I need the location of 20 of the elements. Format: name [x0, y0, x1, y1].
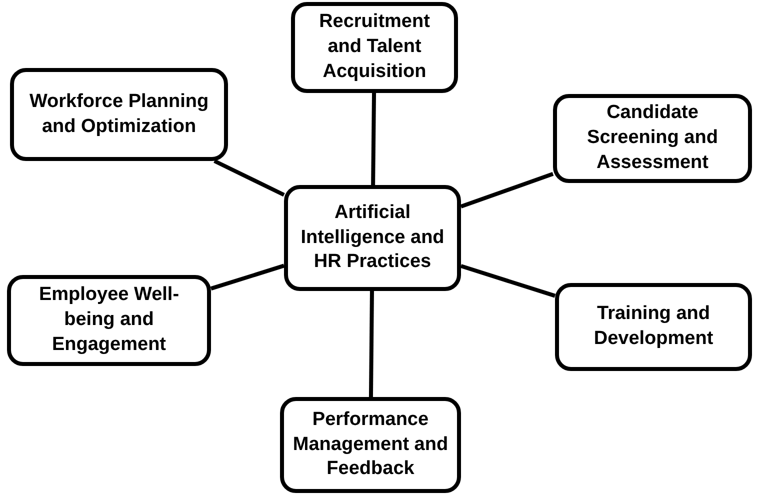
topic-box: [7, 275, 211, 366]
topic-label: Training and Development: [592, 302, 714, 351]
topic-label: Recruitment and Talent Acquisition: [318, 10, 431, 84]
topic-box: [280, 397, 461, 493]
connector-line: [368, 290, 374, 398]
topic-label: Artificial Intelligence and HR Practices: [300, 200, 446, 274]
connector-line: [214, 159, 285, 197]
connector-line: [460, 172, 554, 208]
topic-label: Employee Well-being and Engagement: [38, 283, 180, 357]
topic-label: Candidate Screening and Assessment: [586, 101, 719, 175]
topic-box: [553, 94, 752, 183]
topic-label: Workforce Planning and Optimization: [28, 90, 210, 138]
connector-line: [460, 264, 556, 298]
central-topic-box: [284, 185, 461, 291]
topic-box: [10, 68, 228, 161]
topic-box: [291, 2, 458, 93]
topic-box: [555, 283, 752, 371]
connector-line: [371, 92, 376, 186]
connector-line: [210, 264, 285, 290]
topic-label: Performance Management and Feedback: [292, 408, 450, 482]
